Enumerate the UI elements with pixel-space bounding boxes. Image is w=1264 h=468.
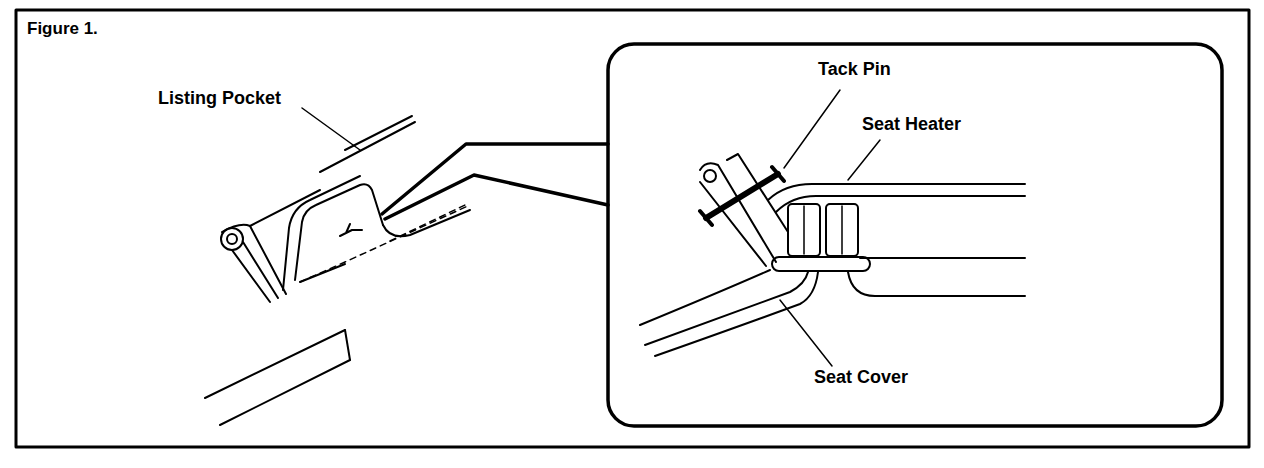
part-label: Seat Cover	[814, 368, 908, 388]
part-label: Tack Pin	[818, 60, 891, 80]
part-label: Listing Pocket	[158, 89, 281, 109]
part-label: Seat Heater	[862, 115, 961, 135]
figure-title: Figure 1.	[27, 20, 98, 39]
